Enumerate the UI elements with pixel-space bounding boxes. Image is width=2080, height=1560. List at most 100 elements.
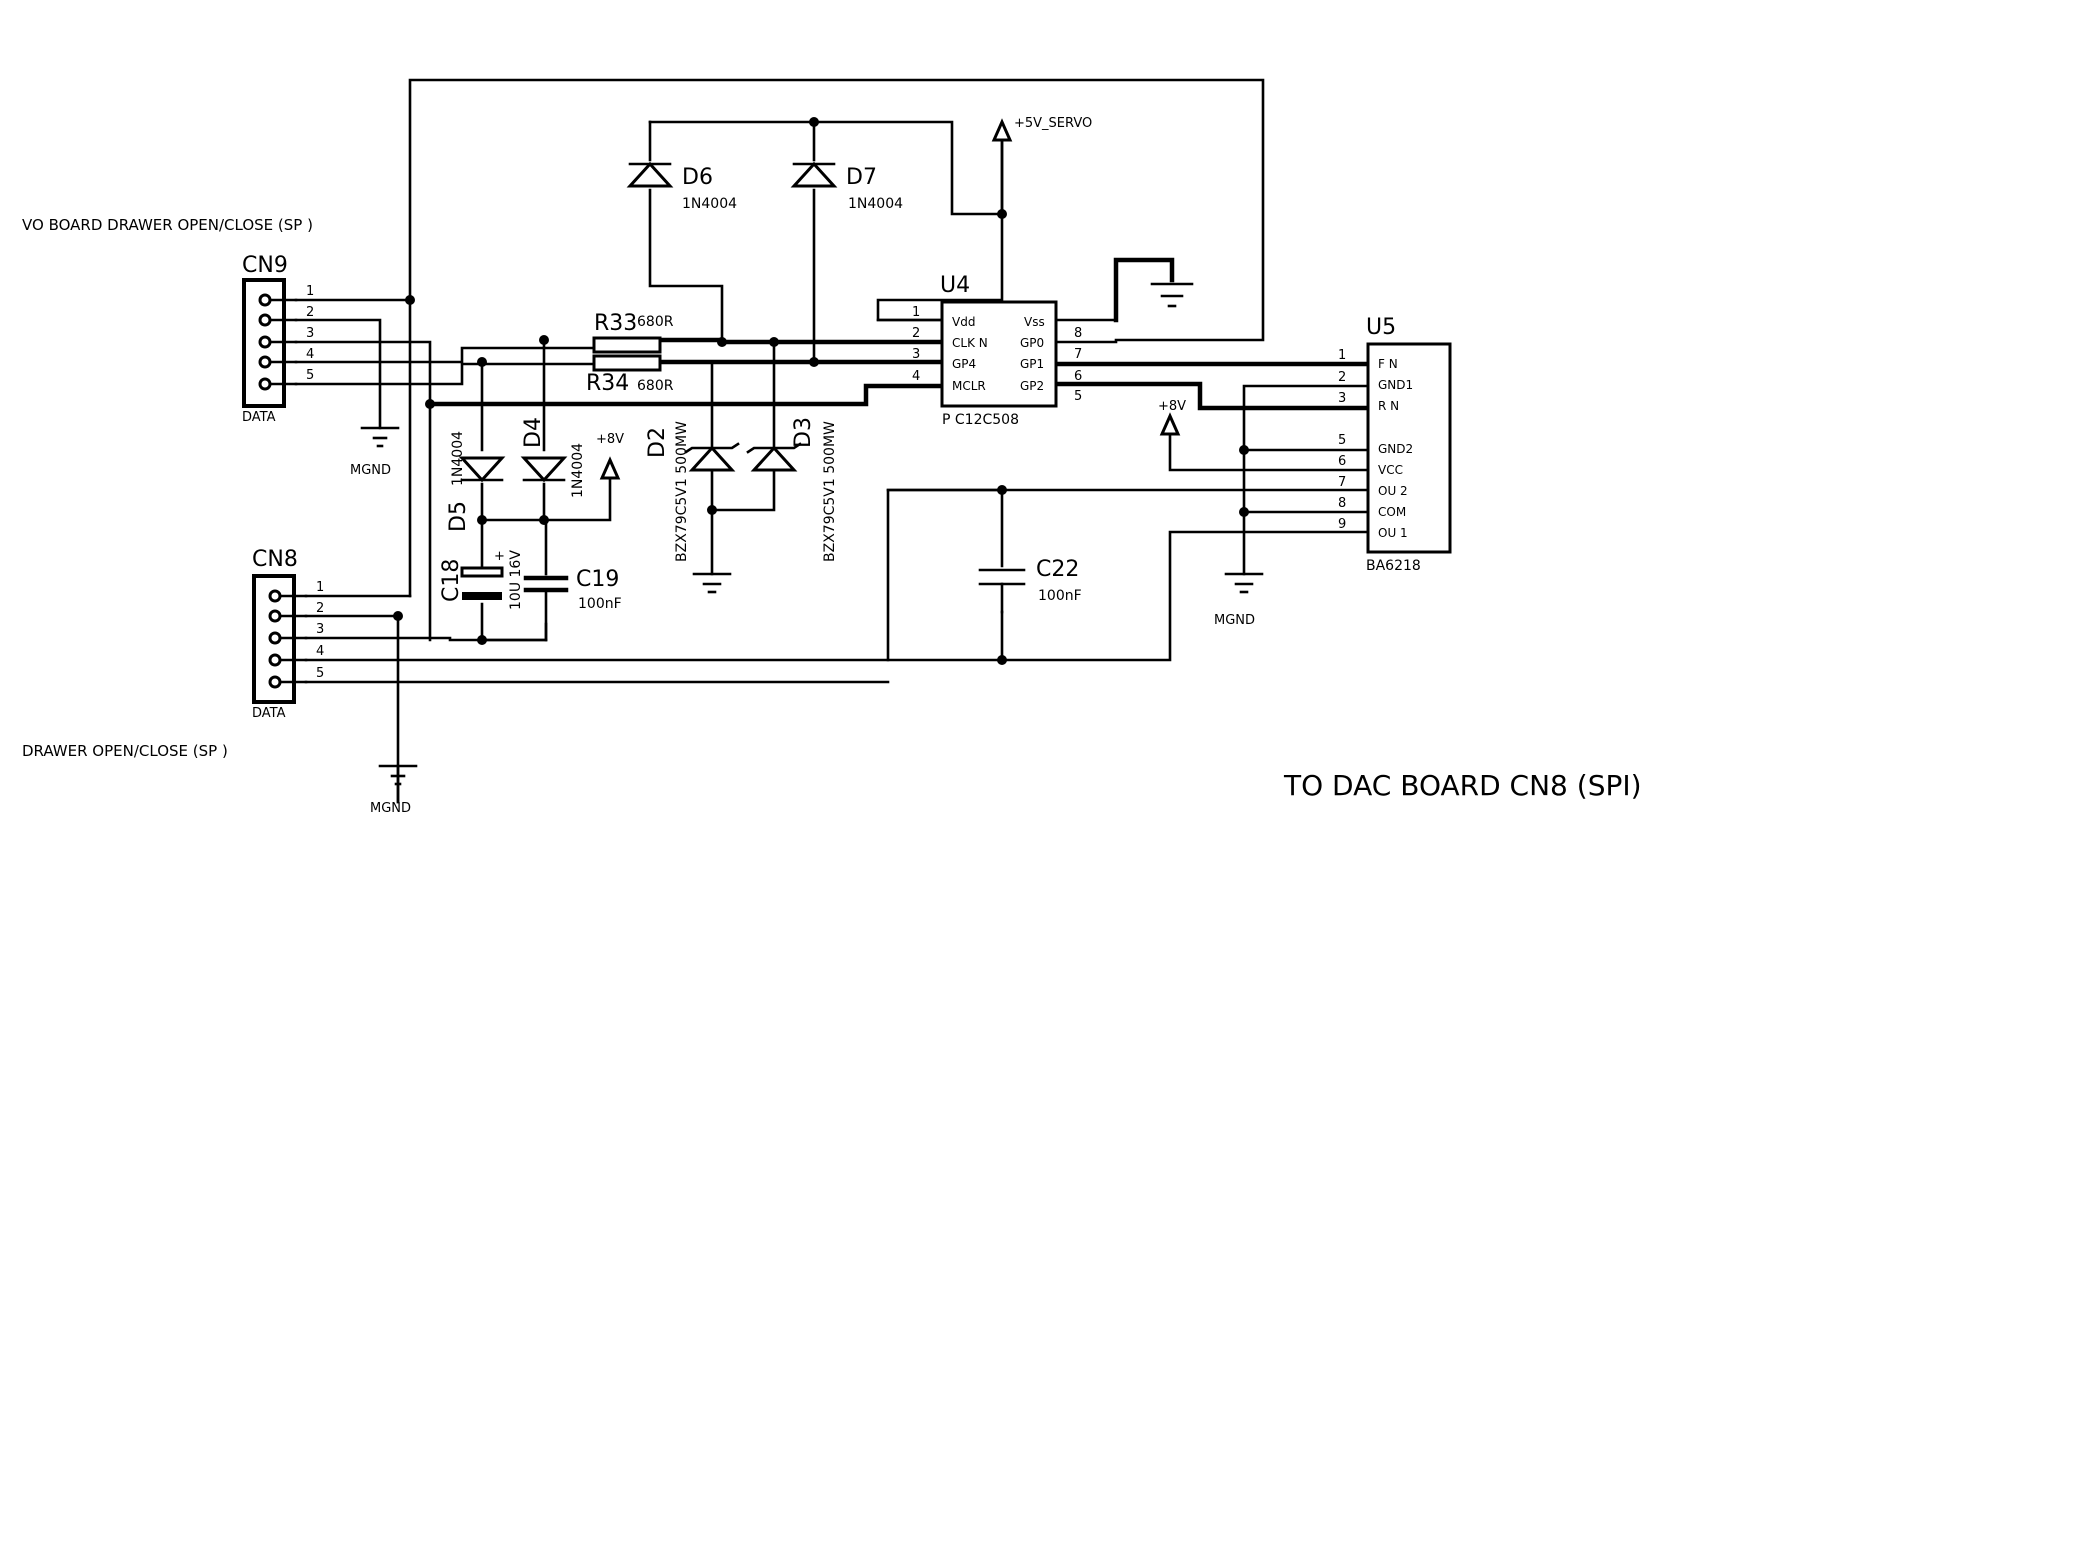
cn8-label: DATA (252, 706, 286, 721)
c19-value: 100nF (578, 596, 622, 612)
cn9-pin-3: 3 (306, 326, 314, 341)
zener-d3: D3 BZX79C5V1 500MW (746, 417, 838, 562)
ground-label: MGND (1214, 613, 1255, 628)
cn8-pin-1: 1 (316, 580, 324, 595)
d5-value: 1N4004 (450, 431, 466, 486)
u5-ref: U5 (1366, 315, 1396, 340)
c18-ref: C18 (439, 559, 464, 602)
resistor-r34: R34 680R (586, 354, 674, 396)
connector-cn9: CN9 1 2 3 4 5 DATA (242, 253, 314, 425)
power-8v-label: +8V (596, 432, 624, 447)
u5-pin-9-name: OU 1 (1378, 526, 1408, 540)
c18-value: 10U 16V (508, 550, 524, 610)
cn8-pin-3: 3 (316, 622, 324, 637)
u4-pin-3-name: GP4 (952, 357, 976, 371)
d5-ref: D5 (446, 501, 471, 532)
u5-pin-1-name: F N (1378, 357, 1398, 371)
ground-u5: MGND (1214, 572, 1264, 628)
u4-pin-8-num: 8 (1074, 326, 1082, 341)
capacitor-c18: + C18 10U 16V (439, 549, 524, 610)
u5-pin-5-num: 5 (1338, 433, 1346, 448)
cn8-pin-2: 2 (316, 601, 324, 616)
u5-pin-7-num: 7 (1338, 475, 1346, 490)
cn9-pin-4: 4 (306, 347, 314, 362)
u5-pin-2-num: 2 (1338, 370, 1346, 385)
d7-value: 1N4004 (848, 196, 903, 212)
power-8v-right: +8V (1158, 399, 1186, 436)
zener-d2: D2 BZX79C5V1 500MW (645, 421, 740, 562)
ground-cn8: MGND (370, 764, 418, 816)
d6-value: 1N4004 (682, 196, 737, 212)
u5-pin-5-name: GND2 (1378, 442, 1413, 456)
u4-pin-1-num: 1 (912, 305, 920, 320)
u4-pin-7-name: GP0 (1020, 336, 1044, 350)
u5-pin-6-name: VCC (1378, 463, 1403, 477)
d4-value: 1N4004 (570, 443, 586, 498)
u5-pin-2-name: GND1 (1378, 378, 1413, 392)
r33-value: 680R (637, 314, 674, 330)
header-top: VO BOARD DRAWER OPEN/CLOSE (SP ) (22, 216, 313, 234)
u4-pin-2-name: CLK N (952, 336, 988, 350)
capacitor-c22: C22 100nF (978, 557, 1082, 614)
u4-pin-4-num: 4 (912, 369, 920, 384)
cn9-pin-1: 1 (306, 284, 314, 299)
diode-d4: D4 1N4004 (520, 417, 586, 498)
d2-value: BZX79C5V1 500MW (674, 421, 690, 562)
d3-value: BZX79C5V1 500MW (822, 421, 838, 562)
cn9-ref: CN9 (242, 253, 288, 278)
d3-ref: D3 (791, 417, 816, 448)
u4-ref: U4 (940, 273, 970, 298)
d4-ref: D4 (521, 417, 546, 448)
u4-pin-3-num: 3 (912, 347, 920, 362)
capacitor-c19: C19 100nF (523, 567, 622, 612)
ground-cn9: MGND (350, 426, 400, 478)
u4-pin-5-num: 5 (1074, 389, 1082, 404)
u4-pin-2-num: 2 (912, 326, 920, 341)
u4-pin-7-num: 7 (1074, 347, 1082, 362)
u5-pin-7-name: OU 2 (1378, 484, 1408, 498)
header-bottom: DRAWER OPEN/CLOSE (SP ) (22, 742, 228, 760)
u4-pin-6-num: 6 (1074, 369, 1082, 384)
u4-pin-5-name: GP2 (1020, 379, 1044, 393)
ground-label: MGND (350, 463, 391, 478)
u5-pin-8-num: 8 (1338, 496, 1346, 511)
ic-u4: U4 1 2 3 4 Vdd CLK N GP4 MCLR Vss GP0 GP… (876, 273, 1118, 428)
power-5v-servo: +5V_SERVO (991, 116, 1092, 142)
c19-ref: C19 (576, 567, 619, 592)
cn8-ref: CN8 (252, 547, 298, 572)
ic-u5: U5 1 2 3 5 6 7 8 9 F N GND1 R N GND2 VCC… (1338, 315, 1452, 574)
u4-pin-1-name: Vdd (952, 315, 975, 329)
u5-part: BA6218 (1366, 558, 1421, 574)
power-8v-left: +8V (596, 432, 624, 480)
cn9-label: DATA (242, 410, 276, 425)
r33-ref: R33 (594, 311, 637, 336)
u4-pin-8-name: Vss (1024, 315, 1045, 329)
dac-label: TO DAC BOARD CN8 (SPI) (1283, 769, 1642, 802)
u4-pin-4-name: MCLR (952, 379, 986, 393)
ground-zener (692, 572, 732, 594)
u4-part: P C12C508 (942, 412, 1019, 428)
c22-value: 100nF (1038, 588, 1082, 604)
connector-cn8: CN8 1 2 3 4 5 DATA (252, 547, 324, 721)
diode-d5: D5 1N4004 (446, 431, 506, 532)
d7-ref: D7 (846, 165, 877, 190)
u5-pin-1-num: 1 (1338, 348, 1346, 363)
d6-ref: D6 (682, 165, 713, 190)
r34-ref: R34 (586, 371, 629, 396)
u5-pin-6-num: 6 (1338, 454, 1346, 469)
c22-ref: C22 (1036, 557, 1079, 582)
diode-d6: D6 1N4004 (626, 161, 737, 212)
u5-pin-3-name: R N (1378, 399, 1399, 413)
power-5v-servo-label: +5V_SERVO (1014, 116, 1092, 131)
diode-d7: D7 1N4004 (790, 161, 903, 212)
cn8-pin-4: 4 (316, 644, 324, 659)
u5-pin-3-num: 3 (1338, 391, 1346, 406)
power-8v-label: +8V (1158, 399, 1186, 414)
junctions (393, 117, 1249, 665)
u5-pin-9-num: 9 (1338, 517, 1346, 532)
r34-value: 680R (637, 378, 674, 394)
ground-label: MGND (370, 801, 411, 816)
ground-u4 (1150, 282, 1194, 308)
resistor-r33: R33 680R (592, 311, 674, 354)
cn9-pin-5: 5 (306, 368, 314, 383)
